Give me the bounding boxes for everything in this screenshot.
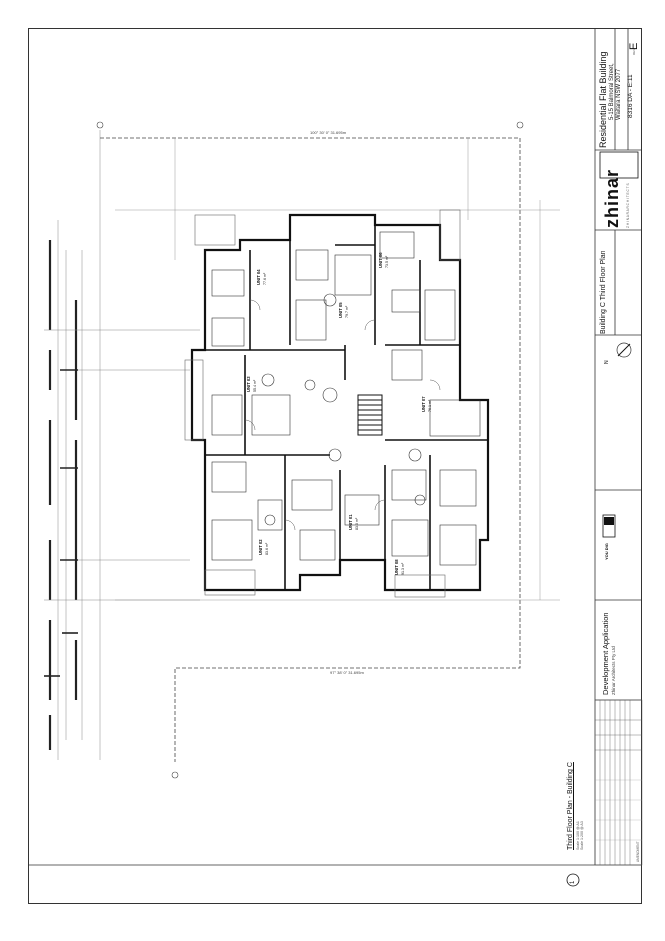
scale-a3: Scale 1:200 @ A3 [580,821,584,850]
architect-logo-frame [599,151,639,179]
drawing-number-bubble [566,873,580,887]
status-heading: Development Application [601,612,610,695]
unit-08-label: UNIT 08 [394,559,399,575]
amendment-label: AMENDMENT [636,841,640,862]
unit-02-label: UNIT 02 [258,539,263,555]
unit-07-label: UNIT 07 [421,396,426,412]
status-company: Zhinar Architects Pty Ltd [611,646,616,695]
north-arrow-icon [616,342,632,358]
architect-name: Z H I N A R A R C H I T E C T S [626,183,630,228]
unit-08-area: 91.3 m² [401,562,405,575]
unit-03-area: 55.4 m² [253,379,257,392]
bottom-dimension-label: 97° 38' 0" 31.695m [330,670,364,675]
drawing-sheet [28,28,642,904]
project-address-line2: Waitara NSW 2077 [616,68,622,120]
unit-01-area: 83.0 m² [355,517,359,530]
unit-01-label: UNIT 01 [348,514,353,530]
unit-06-label: UNIT 06 [378,252,383,268]
north-label: N [604,360,610,364]
unit-05-label: UNIT 05 [338,302,343,318]
drawing-title: Third Floor Plan - Building C [567,762,574,850]
dial-before-you-dig-text: YOU DIG [604,543,609,560]
top-dimension-label: 100° 30' 0" 31.695m [310,130,347,135]
dial-before-you-dig-logo [602,514,616,538]
sheet-name: Building C Third Floor Plan [600,250,607,334]
drawing-number-label: 1 [570,880,576,884]
unit-07-area: 76.1 m² [428,399,432,412]
project-title: Residential Flat Building [598,51,608,148]
architect-logo: zhinar [602,168,622,228]
unit-05-area: 79.7 m² [345,305,349,318]
unit-04-area: 77.6 m² [263,272,267,285]
unit-03-label: UNIT 03 [246,376,251,392]
drawing-number: 8316 DA - E:11 [627,74,634,118]
unit-06-area: 73.5 m² [385,255,389,268]
unit-04-label: UNIT 04 [256,269,261,285]
project-address-line1: 5-15 Balmoral Street, [609,63,615,120]
revision-letter: E [628,42,640,50]
unit-02-area: 83.6 m² [265,542,269,555]
